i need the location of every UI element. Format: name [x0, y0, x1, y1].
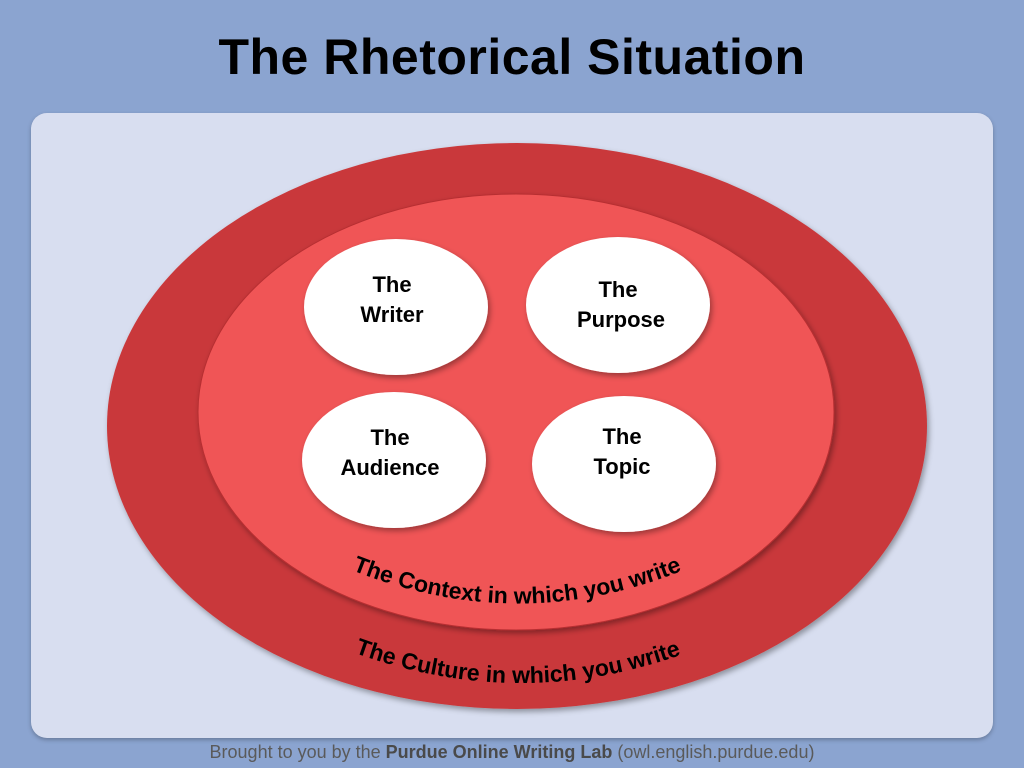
audience-line2: Audience — [340, 455, 439, 480]
footer-suffix: (owl.english.purdue.edu) — [612, 742, 815, 762]
writer-line2: Writer — [360, 302, 424, 327]
audience-line1: The — [370, 425, 409, 450]
circle-topic: The Topic — [532, 396, 716, 532]
topic-line2: Topic — [593, 454, 650, 479]
topic-line1: The — [602, 424, 641, 449]
purpose-line2: Purpose — [577, 307, 665, 332]
circle-purpose: The Purpose — [526, 237, 710, 373]
footer-lab-name: Purdue Online Writing Lab — [385, 742, 613, 762]
circle-writer: The Writer — [304, 239, 488, 375]
footer-credit: Brought to you by the Purdue Online Writ… — [0, 742, 1024, 763]
context-ring — [197, 193, 835, 631]
purpose-line1: The — [598, 277, 637, 302]
circle-audience: The Audience — [302, 392, 486, 528]
writer-line1: The — [372, 272, 411, 297]
footer-prefix: Brought to you by the — [209, 742, 386, 762]
page-title: The Rhetorical Situation — [218, 29, 806, 85]
